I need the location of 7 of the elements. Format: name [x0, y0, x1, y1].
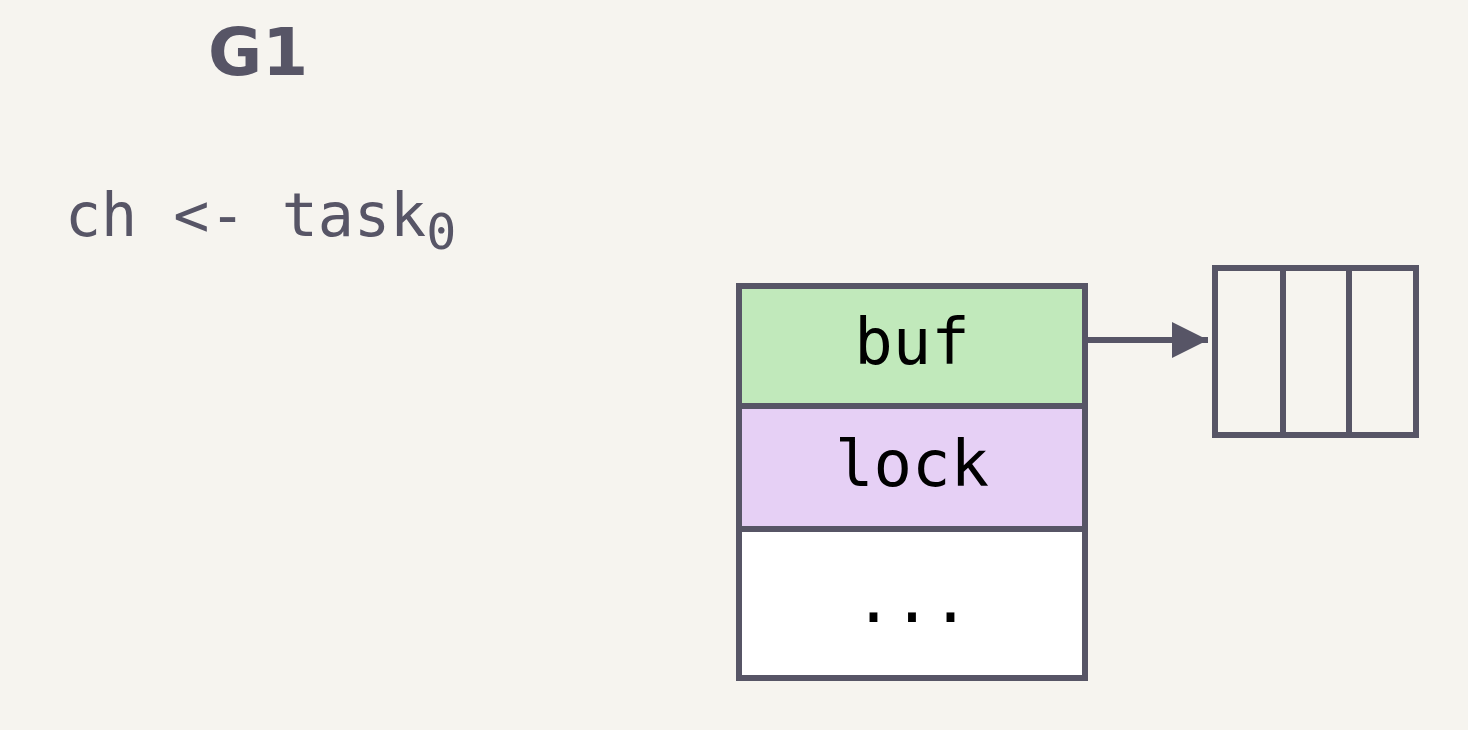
field-name: lock [834, 426, 990, 501]
goroutine-title: G1 [208, 14, 309, 91]
field-name: buf [854, 305, 970, 379]
field-name: ... [854, 562, 970, 637]
arrow [1088, 322, 1208, 358]
code-statement: ch <- task$_{0}$ [65, 180, 457, 261]
buffer-array [1212, 265, 1419, 438]
